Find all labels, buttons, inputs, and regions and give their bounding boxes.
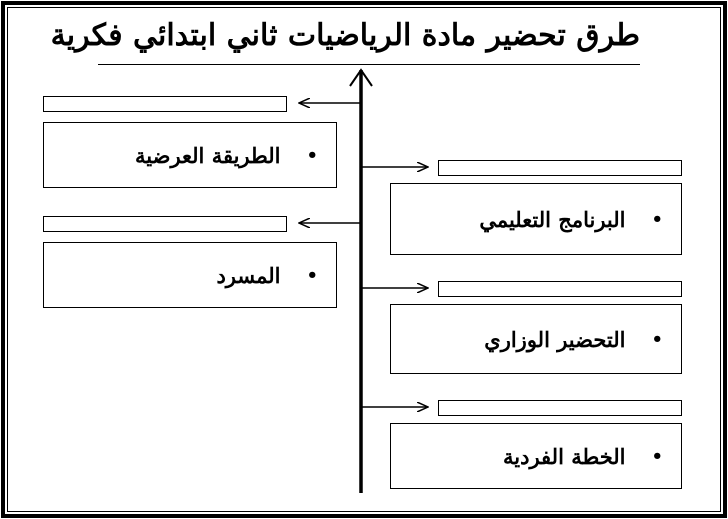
left-card-2-text: المسرد [216, 262, 281, 288]
right-label-strip-2 [438, 281, 682, 297]
right-card-3-text: الخطة الفردية [503, 443, 626, 469]
title-underline [98, 64, 640, 65]
left-label-strip-2 [43, 216, 287, 232]
right-card-2: • التحضير الوزاري [390, 304, 682, 374]
left-card-2: • المسرد [43, 242, 337, 308]
left-card-1-text: الطريقة العرضية [135, 142, 281, 168]
bullet-icon: • [651, 445, 663, 467]
left-card-1: • الطريقة العرضية [43, 122, 337, 188]
bullet-icon: • [651, 208, 663, 230]
right-label-strip-1 [438, 160, 682, 176]
right-card-3: • الخطة الفردية [390, 423, 682, 489]
bullet-icon: • [651, 328, 663, 350]
axis-arrowhead [349, 68, 373, 87]
left-label-strip-1 [43, 96, 287, 112]
right-card-1: • البرنامج التعليمي [390, 183, 682, 255]
page-frame-inner [7, 7, 721, 512]
bullet-icon: • [306, 144, 318, 166]
right-card-1-text: البرنامج التعليمي [479, 206, 626, 232]
right-card-2-text: التحضير الوزاري [484, 326, 626, 352]
bullet-icon: • [306, 264, 318, 286]
diagram-title: طرق تحضير مادة الرياضيات ثاني ابتدائي فك… [50, 18, 640, 53]
right-label-strip-3 [438, 400, 682, 416]
